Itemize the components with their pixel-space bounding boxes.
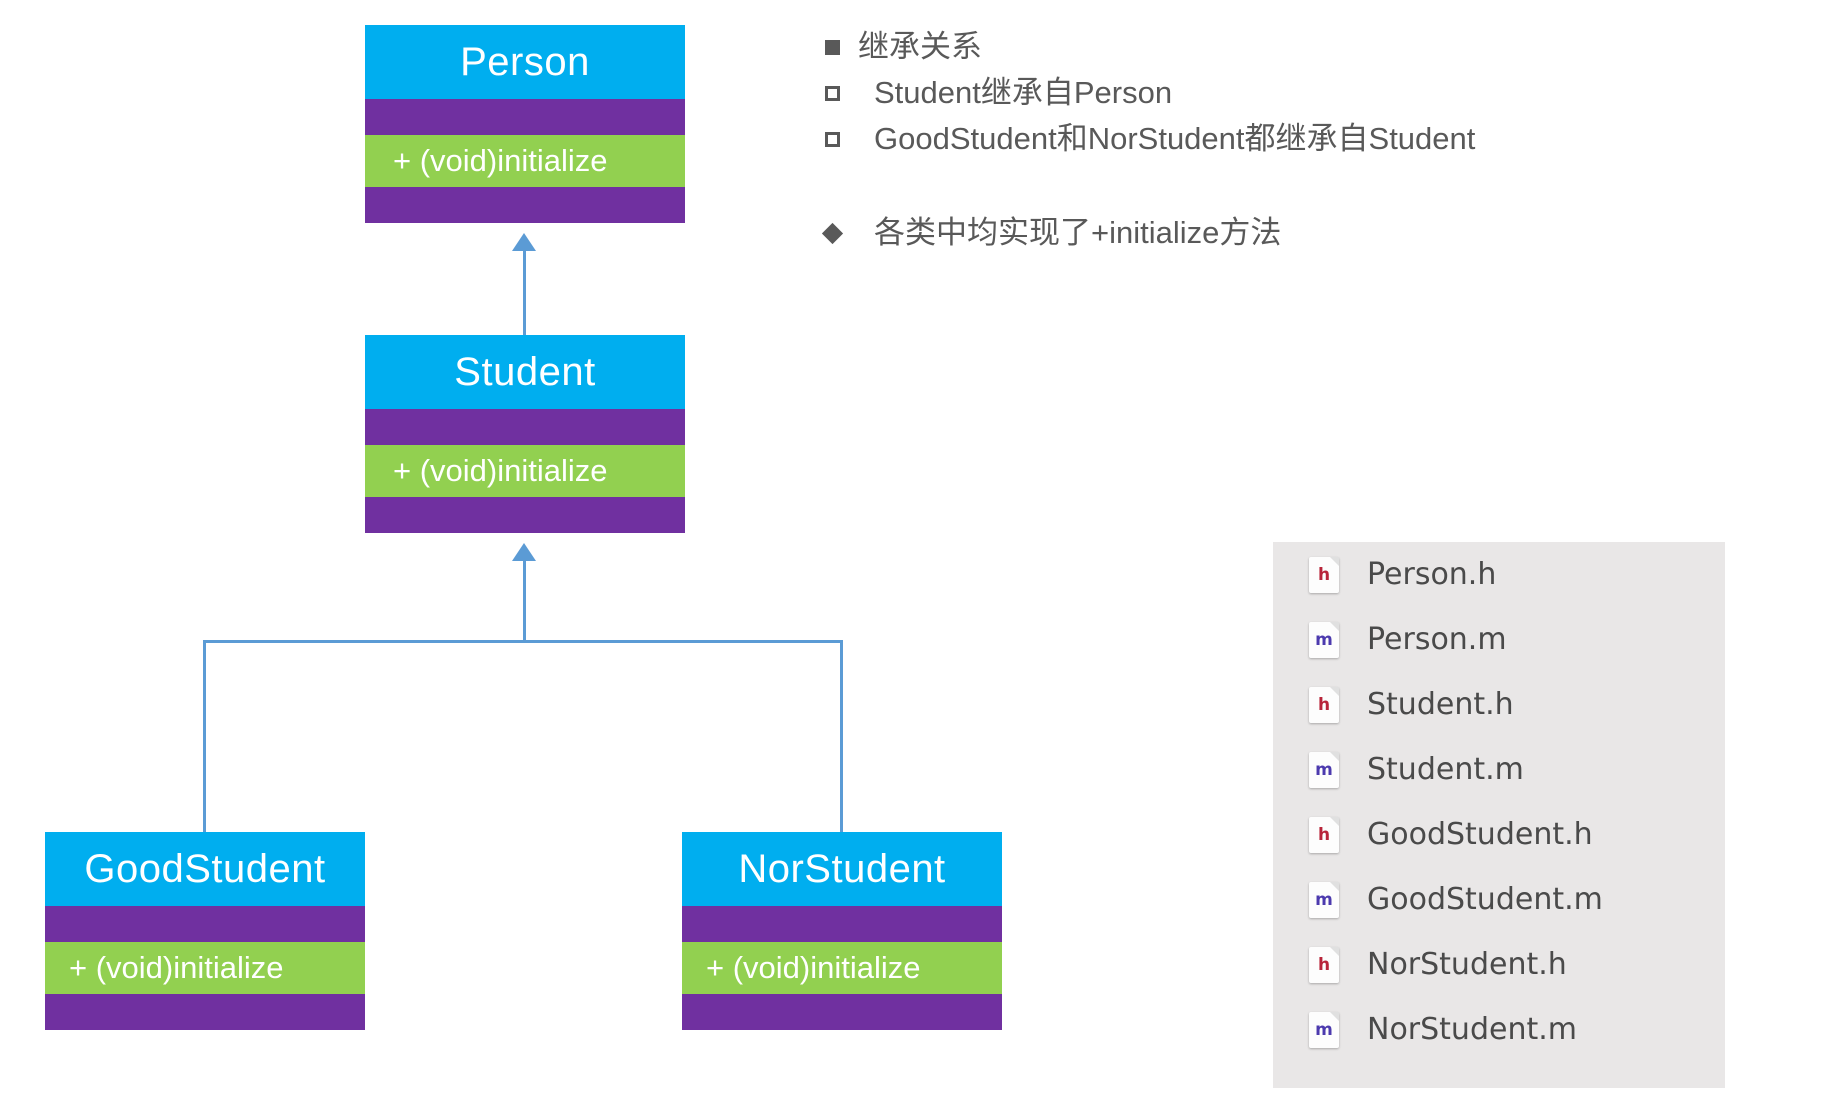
connector-to-norstudent	[840, 640, 843, 832]
square-filled-icon	[806, 24, 858, 70]
class-name-goodstudent: GoodStudent	[45, 832, 365, 906]
legend-item-student-extends-person: Student继承自Person	[806, 70, 1566, 116]
class-attributes-bar-goodstudent	[45, 906, 365, 942]
file-name: Student.m	[1367, 752, 1524, 787]
legend-item-label: 各类中均实现了+initialize方法	[874, 215, 1282, 250]
class-name-person: Person	[365, 25, 685, 99]
legend-item-label: 继承关系	[858, 29, 982, 64]
legend-item-label: GoodStudent和NorStudent都继承自Student	[874, 121, 1476, 156]
header-file-icon: h	[1309, 556, 1339, 593]
file-list-item[interactable]: m GoodStudent.m	[1273, 867, 1725, 932]
file-list-item[interactable]: h Student.h	[1273, 672, 1725, 737]
class-method-person: + (void)initialize	[365, 135, 685, 187]
connector-student-to-person	[523, 248, 526, 336]
class-footer-bar-goodstudent	[45, 994, 365, 1030]
class-name-student: Student	[365, 335, 685, 409]
legend-item-inheritance: 继承关系	[806, 24, 1566, 70]
class-method-student: + (void)initialize	[365, 445, 685, 497]
file-name: Student.h	[1367, 687, 1514, 722]
arrow-head-student	[512, 543, 536, 561]
file-list-item[interactable]: h NorStudent.h	[1273, 932, 1725, 997]
project-file-list[interactable]: h Person.h m Person.m h Student.h m Stud…	[1273, 542, 1725, 1088]
connector-to-goodstudent	[203, 640, 206, 832]
file-name: NorStudent.m	[1367, 1012, 1577, 1047]
class-box-student[interactable]: Student + (void)initialize	[365, 335, 685, 533]
implementation-file-icon: m	[1309, 881, 1339, 918]
file-list-item[interactable]: m Person.m	[1273, 607, 1725, 672]
class-attributes-bar-student	[365, 409, 685, 445]
legend-item-subclasses-extend-student: GoodStudent和NorStudent都继承自Student	[806, 116, 1566, 162]
class-box-norstudent[interactable]: NorStudent + (void)initialize	[682, 832, 1002, 1030]
implementation-file-icon: m	[1309, 621, 1339, 658]
file-name: NorStudent.h	[1367, 947, 1567, 982]
square-hollow-icon	[806, 116, 858, 162]
class-footer-bar-norstudent	[682, 994, 1002, 1030]
legend-item-all-implement-initialize: 各类中均实现了+initialize方法	[806, 210, 1566, 256]
class-attributes-bar-norstudent	[682, 906, 1002, 942]
file-list-item[interactable]: m NorStudent.m	[1273, 997, 1725, 1062]
file-name: GoodStudent.h	[1367, 817, 1593, 852]
header-file-icon: h	[1309, 686, 1339, 723]
implementation-file-icon: m	[1309, 1011, 1339, 1048]
file-name: Person.h	[1367, 557, 1497, 592]
class-method-goodstudent: + (void)initialize	[45, 942, 365, 994]
class-method-norstudent: + (void)initialize	[682, 942, 1002, 994]
diamond-icon	[806, 210, 858, 256]
header-file-icon: h	[1309, 816, 1339, 853]
arrow-head-person	[512, 233, 536, 251]
class-box-person[interactable]: Person + (void)initialize	[365, 25, 685, 223]
file-name: GoodStudent.m	[1367, 882, 1603, 917]
square-hollow-icon	[806, 70, 858, 116]
class-footer-bar-student	[365, 497, 685, 533]
connector-stem-to-student	[523, 558, 526, 642]
file-name: Person.m	[1367, 622, 1507, 657]
class-attributes-bar-person	[365, 99, 685, 135]
header-file-icon: h	[1309, 946, 1339, 983]
implementation-file-icon: m	[1309, 751, 1339, 788]
connector-spine	[203, 640, 843, 643]
legend-panel: 继承关系 Student继承自Person GoodStudent和NorStu…	[806, 24, 1566, 256]
file-list-item[interactable]: m Student.m	[1273, 737, 1725, 802]
class-box-goodstudent[interactable]: GoodStudent + (void)initialize	[45, 832, 365, 1030]
class-name-norstudent: NorStudent	[682, 832, 1002, 906]
file-list-item[interactable]: h GoodStudent.h	[1273, 802, 1725, 867]
legend-item-label: Student继承自Person	[874, 75, 1173, 110]
class-footer-bar-person	[365, 187, 685, 223]
file-list-item[interactable]: h Person.h	[1273, 542, 1725, 607]
